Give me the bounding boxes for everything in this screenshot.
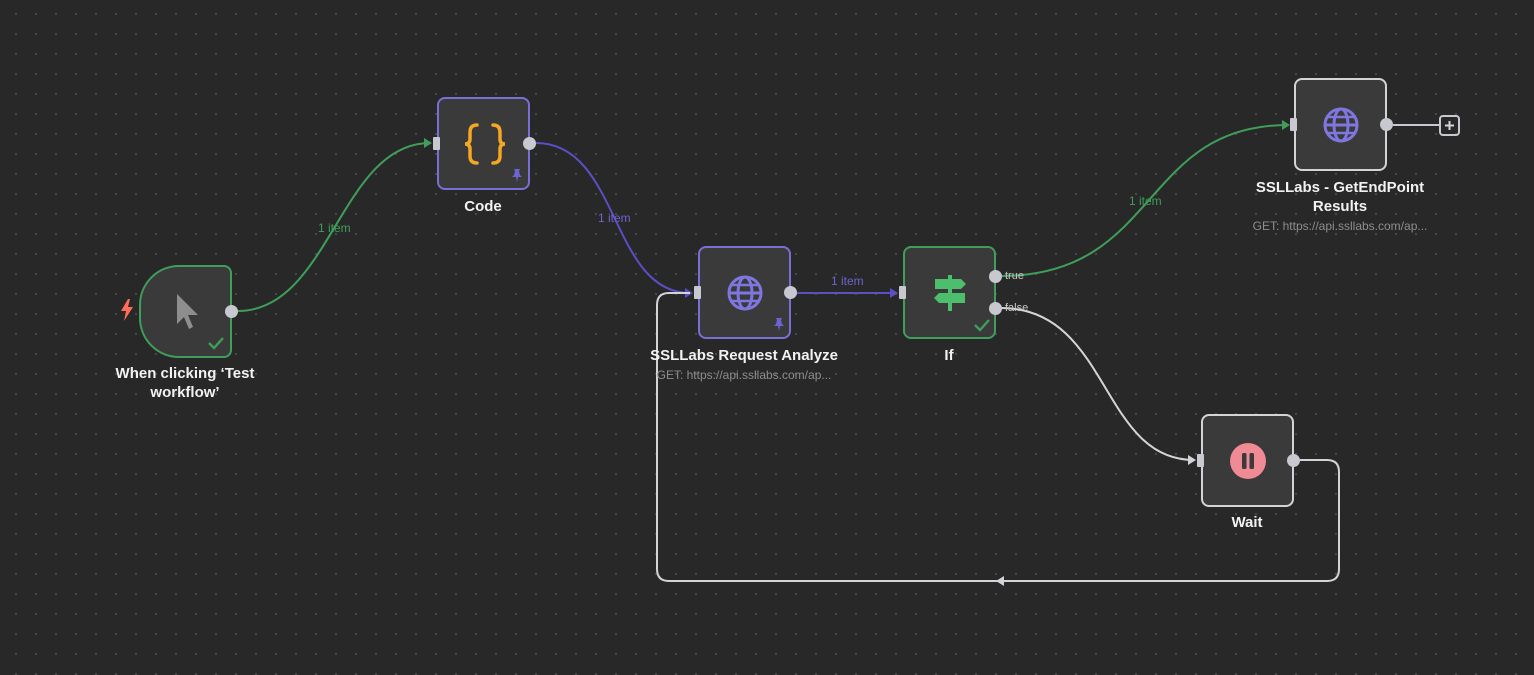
getendpoint-node-subtitle: GET: https://api.ssllabs.com/ap...	[1252, 219, 1428, 233]
arrow-trigger-code	[424, 138, 432, 148]
if-true-output-handle[interactable]	[989, 270, 1002, 283]
if-false-output-handle[interactable]	[989, 302, 1002, 315]
trigger-bolt-icon	[118, 298, 136, 322]
analyze-node-label: SSLLabs Request Analyze	[650, 347, 838, 364]
if-node-label: If	[944, 347, 954, 364]
node-code[interactable]	[437, 97, 530, 190]
analyze-node-subtitle: GET: https://api.ssllabs.com/ap...	[656, 368, 832, 382]
connection-if-true-getendpoint[interactable]	[1000, 124, 1289, 277]
pause-icon	[1229, 442, 1267, 480]
edge-label-if-true-getendpoint: 1 item	[1129, 194, 1162, 208]
pin-icon	[511, 169, 523, 187]
getendpoint-input-handle[interactable]	[1290, 118, 1297, 131]
edge-label-code-analyze: 1 item	[598, 211, 631, 225]
trigger-node-label: When clicking ‘Test workflow’	[115, 365, 255, 401]
node-trigger[interactable]	[139, 265, 232, 358]
code-input-handle[interactable]	[433, 137, 440, 150]
arrow-if-true-getendpoint	[1282, 120, 1290, 130]
connection-code-analyze[interactable]	[535, 142, 691, 294]
signpost-icon	[930, 273, 970, 313]
node-if[interactable]	[903, 246, 996, 339]
arrow-analyze-if	[890, 288, 898, 298]
analyze-input-handle[interactable]	[694, 286, 701, 299]
connection-trigger-code[interactable]	[237, 142, 431, 312]
globe-icon	[725, 273, 765, 313]
success-check-icon	[208, 336, 224, 355]
if-false-label: false	[1005, 302, 1029, 314]
edge-label-trigger-code: 1 item	[318, 221, 351, 235]
globe-icon	[1321, 105, 1361, 145]
trigger-output-handle[interactable]	[225, 305, 238, 318]
wait-output-handle[interactable]	[1287, 454, 1300, 467]
getendpoint-output-handle[interactable]	[1380, 118, 1393, 131]
success-check-icon	[974, 318, 990, 337]
wait-input-handle[interactable]	[1197, 454, 1204, 467]
if-input-handle[interactable]	[899, 286, 906, 299]
plus-icon	[1445, 121, 1454, 130]
wait-node-label: Wait	[1231, 514, 1263, 531]
if-true-label: true	[1005, 270, 1024, 282]
getendpoint-node-label: SSLLabs - GetEndPoint Results	[1255, 179, 1425, 215]
pin-icon	[773, 318, 785, 336]
analyze-output-handle[interactable]	[784, 286, 797, 299]
code-braces-icon	[461, 121, 509, 167]
connection-if-false-wait[interactable]	[1000, 307, 1195, 461]
code-node-label: Code	[464, 198, 502, 215]
code-output-handle[interactable]	[523, 137, 536, 150]
arrow-if-false-wait	[1188, 455, 1196, 465]
edge-label-analyze-if: 1 item	[831, 274, 864, 288]
node-wait[interactable]	[1201, 414, 1294, 507]
node-ssllabs-request-analyze[interactable]	[698, 246, 791, 339]
cursor-icon	[169, 291, 203, 333]
arrow-wait-loop-mid	[996, 576, 1004, 586]
node-ssllabs-getendpoint-results[interactable]	[1294, 78, 1387, 171]
add-node-button[interactable]	[1439, 115, 1460, 136]
